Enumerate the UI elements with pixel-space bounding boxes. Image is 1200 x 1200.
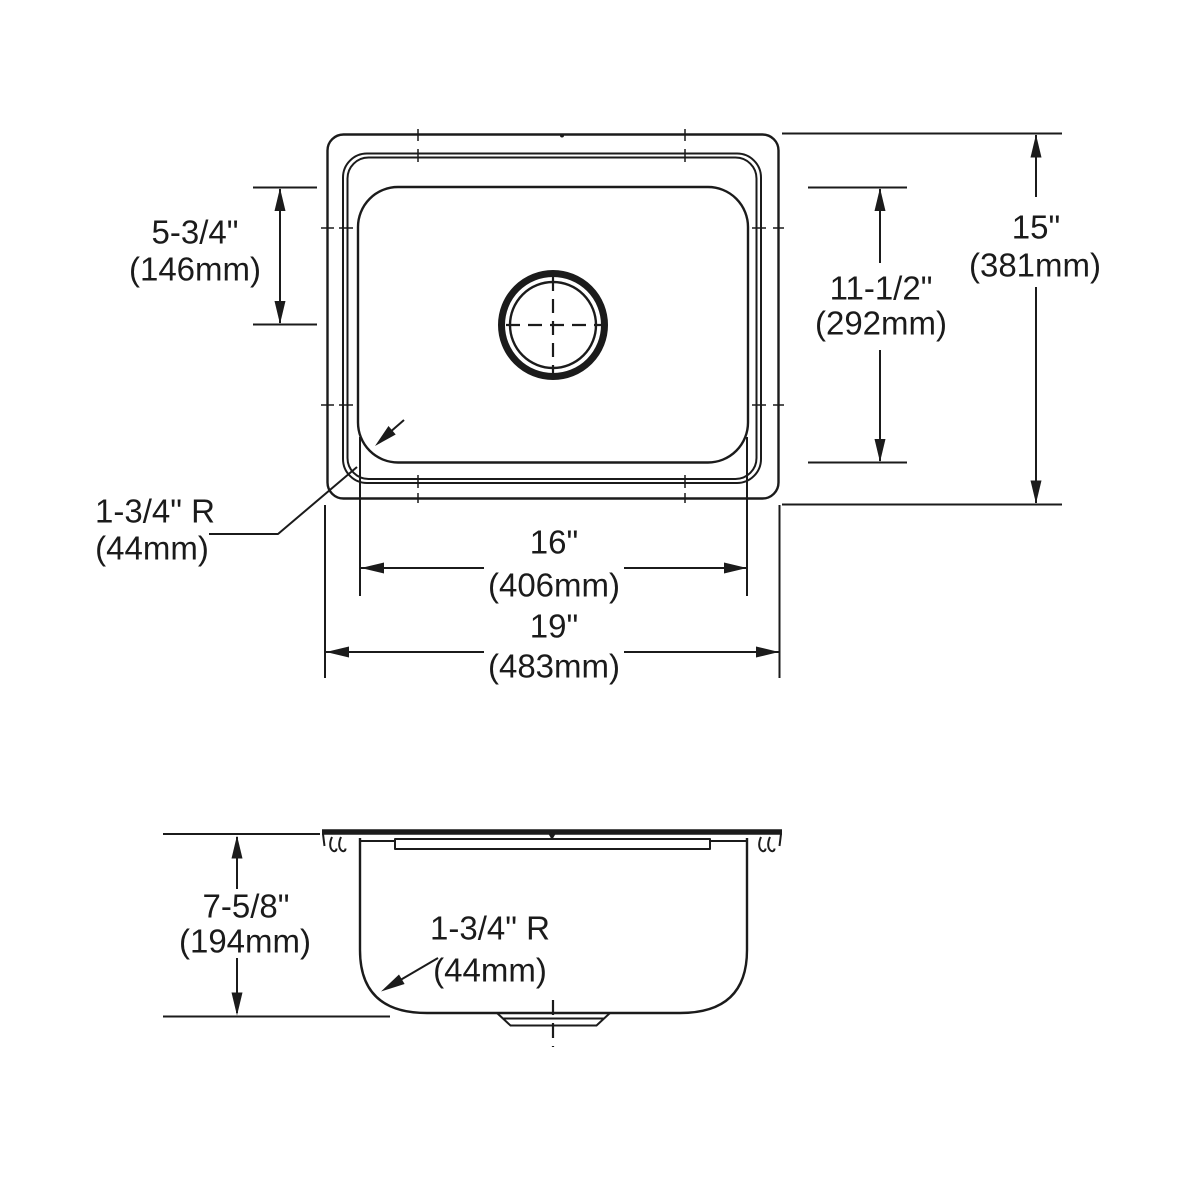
- extension-lines: [359, 437, 748, 596]
- extension-lines: [163, 833, 390, 1018]
- dim-depth-metric: (194mm): [179, 923, 311, 960]
- dim-overall-front-back-imperial: 15": [1012, 209, 1060, 246]
- sink-outer-rim-outline: [326, 133, 780, 500]
- arrowhead-left: [361, 562, 384, 574]
- annotation-bottom-radius: 1-3/4" R (44mm): [381, 910, 550, 992]
- dimension-overall-front-back: 15" (381mm): [782, 132, 1101, 506]
- tick-marks-right-edge: [752, 227, 784, 406]
- rim-center-mark: [548, 834, 556, 840]
- dimension-drain-offset: 5-3/4" (146mm): [129, 186, 317, 326]
- dim-bowl-width-metric: (406mm): [488, 567, 620, 604]
- dimension-bowl-front-back: 11-1/2" (292mm): [808, 186, 947, 464]
- rim-edge-drops: [322, 833, 782, 847]
- top-edge-center-mark: [560, 133, 564, 138]
- dim-corner-radius-metric: (44mm): [95, 530, 209, 567]
- top-view: 5-3/4" (146mm) 11-1/2" (292mm) 15" (381m…: [95, 129, 1101, 685]
- bowl-profile: [358, 838, 749, 1015]
- clip-hook: [329, 836, 338, 853]
- dim-drain-offset-imperial: 5-3/4": [152, 214, 239, 251]
- leader-line: [209, 466, 358, 535]
- arrowhead-down: [874, 439, 886, 462]
- drain-outer-circle: [498, 270, 608, 380]
- dim-bottom-radius-metric: (44mm): [433, 952, 547, 989]
- tick-marks-bottom-edge: [417, 475, 686, 503]
- extension-lines: [808, 186, 907, 464]
- dim-bottom-radius-imperial: 1-3/4" R: [430, 910, 550, 947]
- arrowhead-up: [1030, 134, 1042, 158]
- arrowhead-down: [231, 992, 243, 1016]
- radius-arrowhead: [381, 974, 405, 992]
- annotation-corner-radius: 1-3/4" R (44mm): [95, 419, 405, 567]
- arrowhead-down: [1030, 480, 1042, 504]
- dim-drain-offset-metric: (146mm): [129, 251, 261, 288]
- dimension-bowl-width: 16" (406mm): [359, 437, 748, 604]
- arrowhead-left: [326, 646, 349, 658]
- dim-depth-imperial: 7-5/8": [203, 888, 290, 925]
- clip-hook: [338, 836, 347, 853]
- clip-hook: [767, 836, 776, 853]
- dim-bowl-front-back-imperial: 11-1/2": [830, 270, 933, 307]
- arrowhead-right: [724, 562, 747, 574]
- arrowhead-up: [231, 835, 243, 859]
- arrowhead-up: [874, 188, 886, 211]
- sink-rim-inner-edge-outer: [342, 152, 762, 484]
- extension-lines: [253, 186, 317, 326]
- arrowhead-up: [274, 188, 286, 211]
- tick-marks-top-edge: [417, 129, 686, 162]
- extension-lines: [782, 132, 1062, 506]
- far-rim-ledge: [394, 838, 711, 850]
- sink-rim-inner-edge-inner: [346, 156, 758, 480]
- tick-marks-left-edge: [321, 227, 353, 406]
- dimension-depth: 7-5/8" (194mm): [163, 833, 390, 1018]
- extension-lines: [324, 505, 781, 678]
- arrowhead-down: [274, 301, 286, 324]
- clip-hook: [758, 836, 767, 853]
- dim-corner-radius-imperial: 1-3/4" R: [95, 493, 215, 530]
- dim-overall-width-imperial: 19": [530, 608, 578, 645]
- arrowhead-right: [756, 646, 779, 658]
- radius-arrowhead: [375, 426, 396, 446]
- bowl-outline: [356, 185, 750, 464]
- mounting-clip-left: [329, 836, 347, 853]
- mounting-clip-right: [758, 836, 776, 853]
- side-view: 7-5/8" (194mm) 1-3/4" R (44mm): [163, 829, 782, 1047]
- dim-bowl-front-back-metric: (292mm): [815, 305, 947, 342]
- dimension-overall-width: 19" (483mm): [324, 505, 781, 685]
- dim-overall-width-metric: (483mm): [488, 648, 620, 685]
- dim-overall-front-back-metric: (381mm): [969, 247, 1101, 284]
- dim-bowl-width-imperial: 16": [530, 524, 578, 561]
